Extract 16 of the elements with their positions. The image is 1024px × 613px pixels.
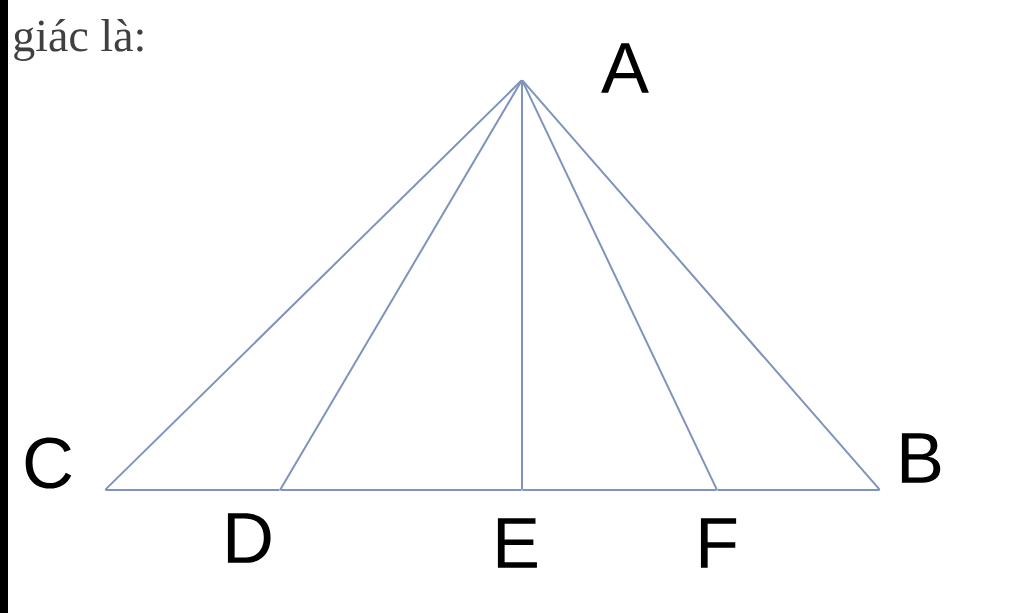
line-segment <box>105 489 280 491</box>
line-segment <box>104 79 523 491</box>
point-label: A <box>601 43 649 93</box>
point-label: F <box>700 518 737 568</box>
line-segment <box>280 489 522 491</box>
line-segment <box>521 80 718 490</box>
heading-text: giác là: <box>14 19 143 61</box>
line-segment <box>717 489 880 491</box>
point-label: B <box>901 433 941 483</box>
line-segment <box>521 80 523 490</box>
point-label: D <box>227 513 271 563</box>
point-label: E <box>497 518 537 568</box>
line-segment <box>522 489 717 491</box>
point-label: C <box>25 437 72 489</box>
line-segment <box>279 80 523 490</box>
line-segment <box>521 79 881 491</box>
